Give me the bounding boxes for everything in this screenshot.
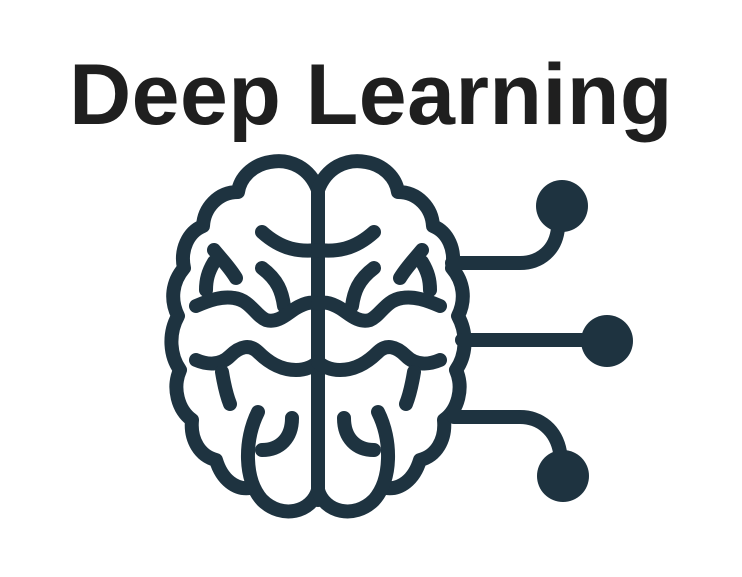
node-middle-icon: [581, 315, 633, 367]
circuit-nodes-icon: [536, 180, 633, 502]
brain-right-hemisphere-icon: [311, 154, 472, 519]
node-bottom-icon: [537, 450, 589, 502]
page-title: Deep Learning: [69, 47, 673, 143]
node-top-icon: [536, 180, 588, 232]
brain-left-hemisphere-icon: [164, 154, 325, 519]
circuit-connectors-icon: [445, 221, 592, 459]
